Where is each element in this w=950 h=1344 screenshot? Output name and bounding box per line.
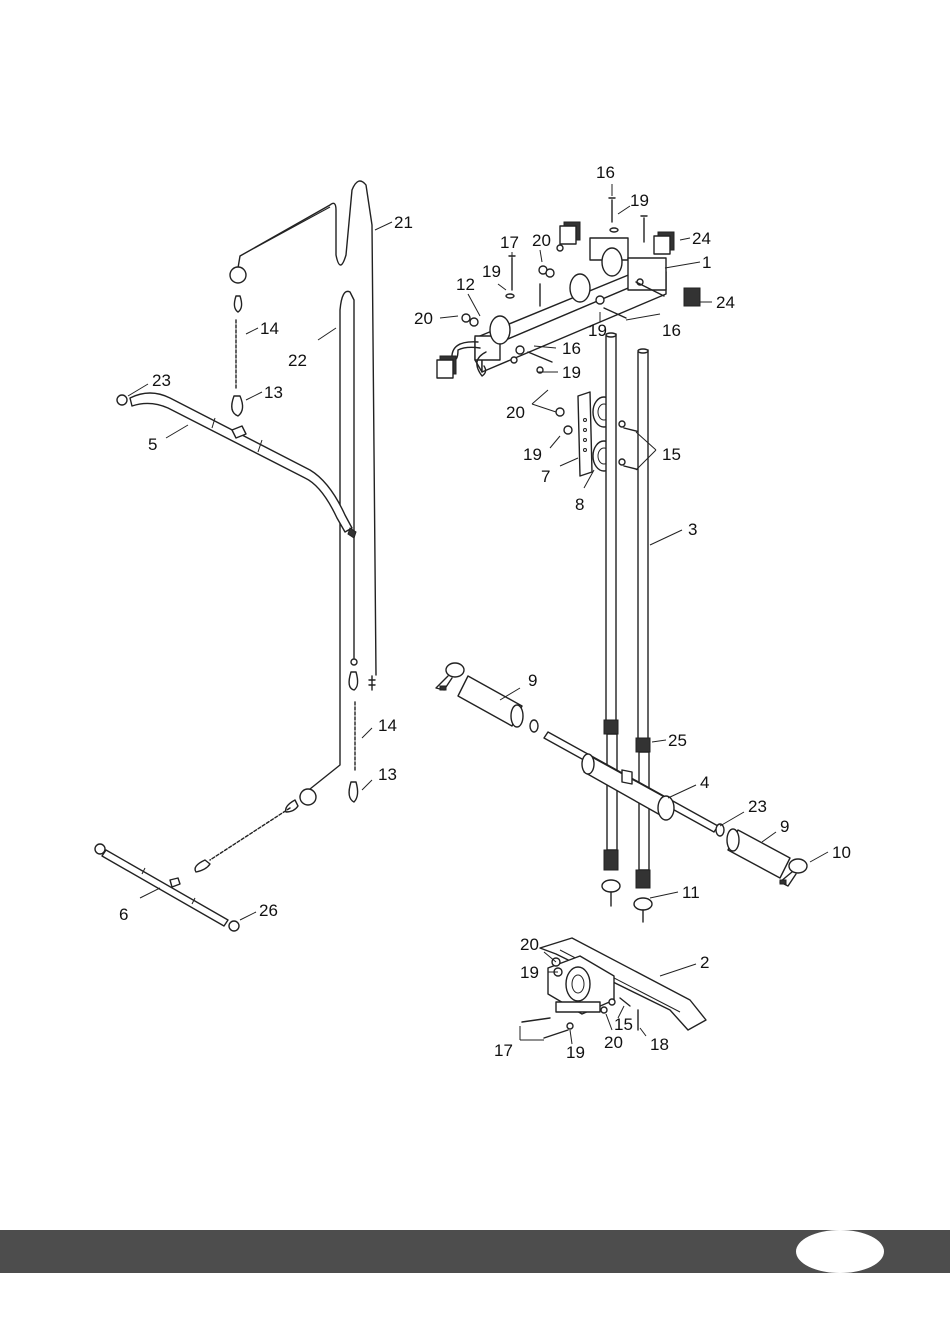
- label-4: 4: [700, 773, 709, 792]
- crossbar-4: [530, 720, 724, 836]
- label-22: 22: [288, 351, 307, 370]
- label-16-mid: 16: [562, 339, 581, 358]
- label-24-right: 24: [716, 293, 735, 312]
- end-cap-24a: [560, 222, 580, 244]
- label-12: 12: [456, 275, 475, 294]
- bolts-15: [619, 421, 640, 470]
- label-6: 6: [119, 905, 128, 924]
- label-9-left: 9: [528, 671, 537, 690]
- label-24-top: 24: [692, 229, 711, 248]
- snap-hook-mid: [349, 672, 358, 690]
- label-25: 25: [668, 731, 687, 750]
- label-1: 1: [702, 253, 711, 272]
- top-frame-1: [452, 238, 666, 376]
- label-19-base: 19: [520, 963, 539, 982]
- label-19-low: 19: [523, 445, 542, 464]
- label-20-mid: 20: [506, 403, 525, 422]
- label-20-base: 20: [520, 935, 539, 954]
- sleeve-9-right: [727, 829, 790, 878]
- label-20-base-low: 20: [604, 1033, 623, 1052]
- page-number-oval: [796, 1230, 884, 1273]
- label-19-base-low: 19: [566, 1043, 585, 1062]
- label-8: 8: [575, 495, 584, 514]
- leader-lines: [128, 184, 828, 1044]
- end-cap-24d: [437, 356, 456, 378]
- label-20-left: 20: [414, 309, 433, 328]
- label-13-upper: 13: [264, 383, 283, 402]
- label-10: 10: [832, 843, 851, 862]
- end-cap-24c: [684, 288, 700, 306]
- label-19-mid: 19: [588, 321, 607, 340]
- sleeve-9-left: [458, 676, 523, 727]
- label-20-top: 20: [532, 231, 551, 250]
- label-19-left-top: 19: [482, 262, 501, 281]
- collar-10-left: [436, 663, 464, 690]
- snap-hook-upper: [234, 296, 241, 312]
- label-18: 18: [650, 1035, 669, 1054]
- label-17-top: 17: [500, 233, 519, 252]
- short-bar-6: [95, 844, 239, 931]
- snap-hook-13-lower: [349, 782, 358, 802]
- pulley-plate-7: [537, 367, 592, 476]
- label-23-left: 23: [152, 371, 171, 390]
- label-3: 3: [688, 520, 697, 539]
- label-19-top: 19: [630, 191, 649, 210]
- label-7: 7: [541, 467, 550, 486]
- label-9-right: 9: [780, 817, 789, 836]
- label-14-lower: 14: [378, 716, 397, 735]
- label-11: 11: [682, 883, 700, 902]
- label-14-upper: 14: [260, 319, 279, 338]
- label-2: 2: [700, 953, 709, 972]
- label-15-base: 15: [614, 1015, 633, 1034]
- label-19-right-mid: 19: [562, 363, 581, 382]
- label-26: 26: [259, 901, 278, 920]
- label-17-base: 17: [494, 1041, 513, 1060]
- bolt-17-top: [506, 256, 540, 306]
- label-16-top: 16: [596, 163, 615, 182]
- label-16-right: 16: [662, 321, 681, 340]
- cable-22: [300, 291, 357, 805]
- label-15-top: 15: [662, 445, 681, 464]
- label-13-lower: 13: [378, 765, 397, 784]
- label-5: 5: [148, 435, 157, 454]
- label-21: 21: [394, 213, 413, 232]
- snap-hook-13-upper: [232, 396, 243, 416]
- chain-diagonal: [195, 800, 298, 872]
- upright-3: [602, 333, 652, 922]
- label-23-right: 23: [748, 797, 767, 816]
- end-cap-24b: [654, 232, 674, 254]
